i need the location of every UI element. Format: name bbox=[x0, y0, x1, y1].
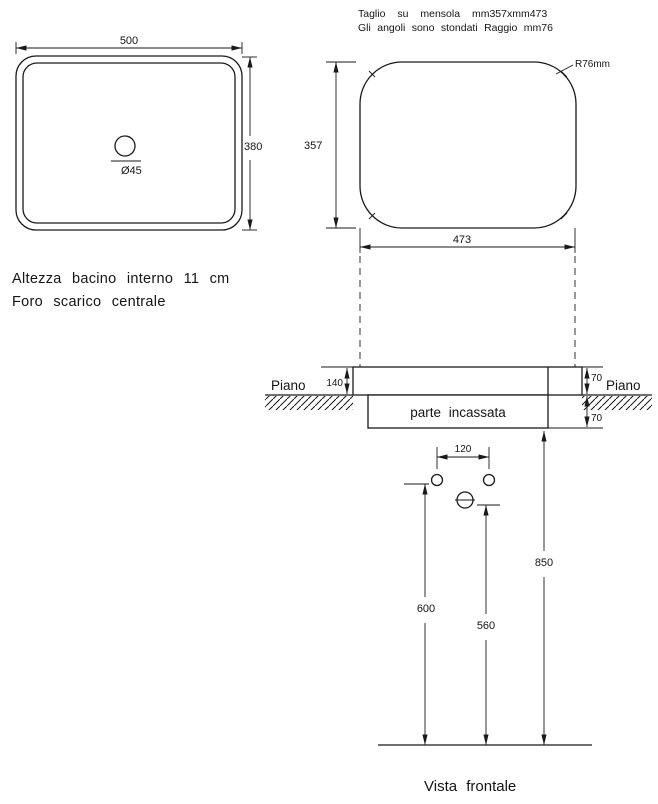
cutout-outline bbox=[359, 61, 577, 229]
top-view: Ø45 500 380 Altezza bacino interno 11 cm… bbox=[12, 35, 262, 310]
cutout-header-line2: Gli angoli sono stondati Raggio mm76 bbox=[358, 22, 553, 34]
dim-height-560: 560 bbox=[477, 504, 500, 745]
basin-inner-outline bbox=[22, 62, 236, 224]
basin-rim-section bbox=[352, 366, 583, 396]
cutout-header-line1: Taglio su mensola mm357xmm473 bbox=[358, 8, 547, 20]
dim-above-70: 70 bbox=[582, 366, 603, 394]
dim-height-380: 380 bbox=[242, 56, 262, 231]
dim-rim-label: 140 bbox=[326, 378, 343, 389]
dim-cutout-473: 473 bbox=[359, 228, 576, 253]
dim-850-label: 850 bbox=[535, 557, 553, 569]
dim-width-500: 500 bbox=[15, 35, 243, 54]
front-view: 120 600 560 850 Vista frontale bbox=[378, 431, 592, 795]
radius-leader-line bbox=[555, 64, 574, 75]
recessed-label: parte incassata bbox=[410, 405, 506, 420]
drain-hole bbox=[114, 135, 136, 157]
recessed-body bbox=[367, 394, 549, 429]
basin-outer-outline bbox=[15, 55, 243, 231]
dim-600-label: 600 bbox=[417, 603, 435, 615]
cutout-view: Taglio su mensola mm357xmm473 Gli angoli… bbox=[304, 8, 610, 367]
dim-below-label: 70 bbox=[591, 413, 603, 424]
dim-rim-140: 140 bbox=[321, 366, 353, 394]
counter-right-hatch bbox=[582, 396, 652, 410]
dim-cutout-width-label: 473 bbox=[453, 234, 471, 246]
dim-cutout-height-label: 357 bbox=[304, 140, 322, 152]
counter-left-hatch bbox=[265, 396, 353, 410]
note-basin-depth: Altezza bacino interno 11 cm bbox=[12, 271, 230, 287]
note-central-drain: Foro scarico centrale bbox=[12, 294, 166, 310]
piano-left-label: Piano bbox=[271, 378, 306, 393]
section-view: parte incassata Piano Piano 140 70 70 bbox=[265, 366, 652, 429]
dim-560-label: 560 bbox=[477, 620, 495, 632]
drain-dim-label: Ø45 bbox=[121, 165, 142, 177]
dim-width-label: 500 bbox=[120, 35, 138, 47]
dim-cutout-357: 357 bbox=[304, 61, 356, 229]
corner-tick-marks bbox=[368, 70, 568, 220]
dim-height-600: 600 bbox=[404, 483, 435, 745]
dim-above-label: 70 bbox=[591, 373, 603, 384]
dim-height-label: 380 bbox=[244, 141, 262, 153]
front-view-caption: Vista frontale bbox=[424, 778, 516, 795]
piano-right-label: Piano bbox=[606, 378, 641, 393]
dim-hole-spacing-label: 120 bbox=[455, 444, 472, 455]
faucet-hole-right bbox=[482, 473, 496, 487]
faucet-hole-left bbox=[430, 473, 444, 487]
dim-holes-120: 120 bbox=[436, 444, 490, 469]
dim-below-70: 70 bbox=[548, 396, 603, 429]
dim-height-850: 850 bbox=[535, 431, 553, 745]
radius-label: R76mm bbox=[575, 59, 610, 70]
